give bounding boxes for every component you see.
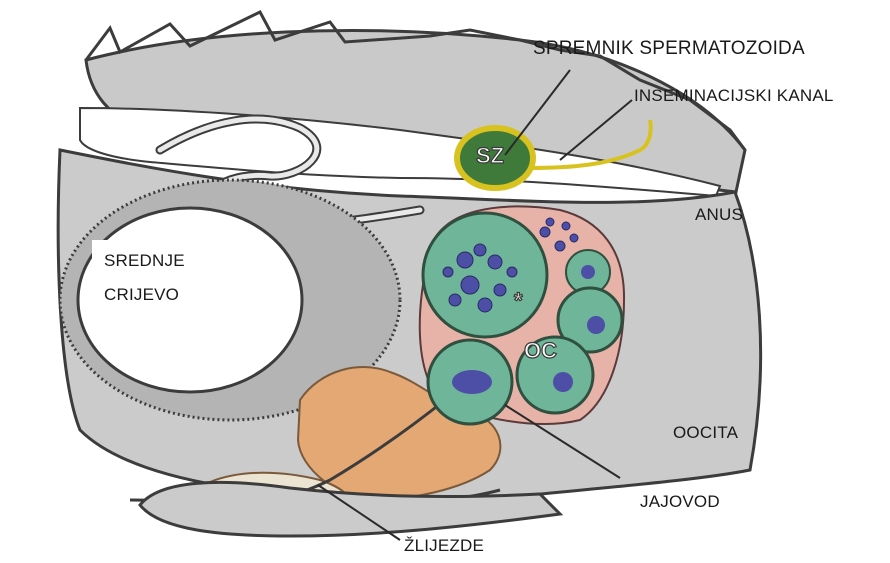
nucleus-oc: [553, 372, 573, 392]
label-sperm-reservoir: SPREMNIK SPERMATOZOIDA: [533, 38, 805, 60]
label-midgut: SREDNJE CRIJEVO: [92, 240, 193, 318]
tag-oc: OC: [524, 338, 557, 364]
nucleus-small-top: [581, 265, 595, 279]
label-oocyte: OOCITA: [673, 423, 738, 443]
label-insemination-canal: INSEMINACIJSKI KANAL: [634, 86, 834, 106]
label-glands: ŽLIJEZDE: [404, 536, 484, 556]
nucleus-bottom-left: [452, 370, 492, 394]
nucleus-mid-right: [587, 316, 605, 334]
label-midgut-line2: CRIJEVO: [104, 285, 179, 304]
label-anus: ANUS: [695, 205, 743, 225]
oocyte-large: [423, 213, 547, 337]
label-oviduct: JAJOVOD: [640, 492, 720, 512]
tag-sz: SZ: [476, 143, 504, 169]
label-midgut-line1: SREDNJE: [104, 251, 185, 270]
tag-asterisk: *: [514, 288, 523, 314]
